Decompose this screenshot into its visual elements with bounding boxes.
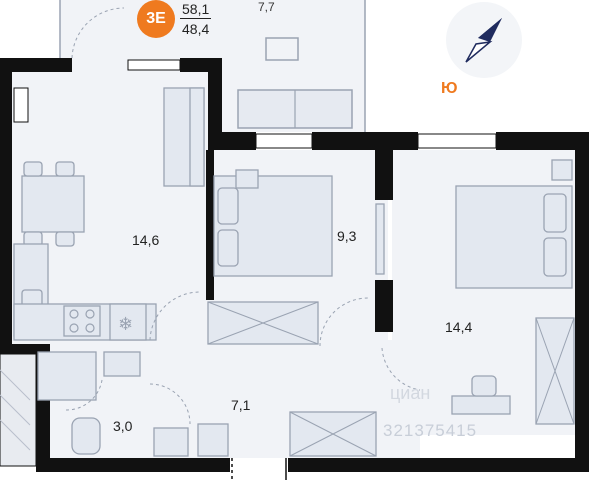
wall-left-step [0,344,50,354]
balcony-outline [59,0,366,132]
wall-top-balcony [208,132,256,150]
entrance [231,458,287,480]
stove [63,305,101,337]
outdoor-table [265,37,299,61]
shaft-hatched [0,353,37,467]
nightstand-large [551,159,573,181]
wall-top-balcony2 [312,132,418,150]
hall-lower-floor [380,340,420,458]
wall-bottom-left [36,458,230,472]
sofa-back [189,87,205,187]
dining-table [21,175,85,233]
south-label: Ю [441,80,458,97]
loggia-area-partial: 7,7 [258,0,275,14]
wall-top-right [496,132,589,150]
living-area: 48,4 [182,21,210,37]
wall-bottom-right [288,458,589,472]
compass-icon [446,2,522,78]
room-area-bedroom-large: 14,4 [445,319,473,335]
snowflake-icon: ❄ [118,314,133,335]
area-summary: 58,1 48,4 [180,0,212,38]
chair-1 [23,161,43,177]
shaft-hatch-lines [0,369,31,451]
wardrobe-small-x [207,301,319,345]
total-area: 58,1 [180,1,212,19]
desk [451,395,511,415]
window-balcony-door [255,133,313,149]
apartment-badge: 3E [137,0,175,38]
wall-bedroom-divider-mid [375,280,393,332]
window-kitchen [127,59,181,71]
hall-cabinet [153,427,189,457]
wall-stub-mid [208,58,222,138]
door-swings [65,291,421,425]
wall-top-left [0,58,72,72]
nightstand-small [235,169,259,189]
room-area-kitchen-living: 14,6 [132,232,160,248]
window-bedroom-large [417,133,497,149]
chair-4 [55,231,75,247]
chair-2 [55,161,75,177]
kitchen-furniture [13,87,205,341]
pillow-3 [543,193,567,233]
watermark-id: 321375415 [383,421,478,440]
pillow-4 [543,237,567,277]
toilet [71,417,101,455]
wall-left-upper [0,58,12,354]
window-left [13,87,29,123]
wall-right [575,132,589,472]
stove-burners [69,309,95,333]
watermark-brand: циан [390,383,431,403]
hall-wardrobe-x [289,411,377,457]
wall-partition-living [206,150,214,300]
wall-bedroom-divider-top [375,140,393,200]
desk-chair [471,375,497,397]
shower [37,351,97,401]
washbasin [103,351,141,377]
windows [13,59,497,149]
mirror-strip [375,203,385,275]
fridge [109,303,147,341]
washing-machine [197,423,229,457]
wardrobe-large-x [535,317,575,425]
room-area-bedroom-small: 9,3 [337,228,357,244]
room-area-bathroom: 3,0 [113,418,133,434]
pillow-2 [217,229,239,267]
pillow-1 [217,187,239,225]
room-area-hallway: 7,1 [231,397,251,413]
